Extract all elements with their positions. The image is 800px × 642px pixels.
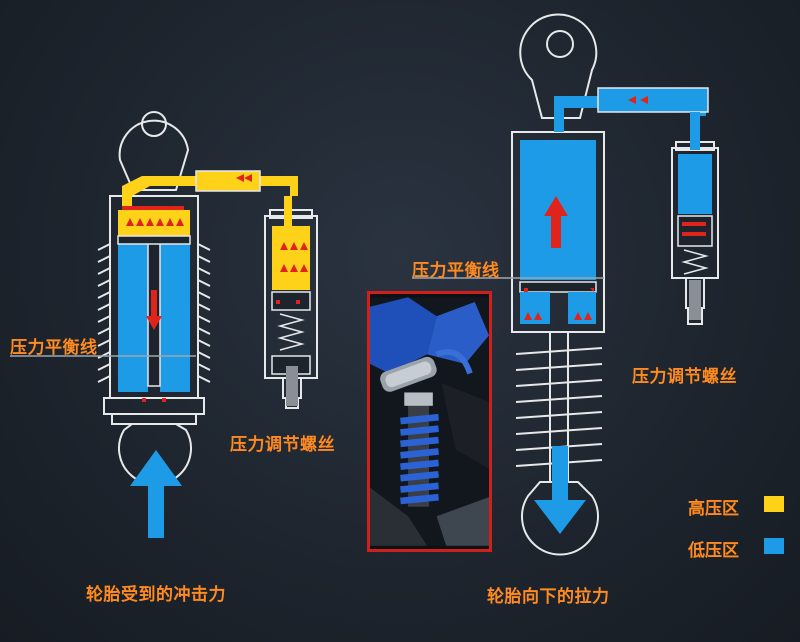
right-adjust-screw-shaft xyxy=(689,280,701,320)
right-reservoir-marks-2 xyxy=(682,232,706,236)
right-pressure-arrows xyxy=(524,96,706,320)
left-piston-down-arrow-shaft xyxy=(151,290,157,316)
legend-high-pressure-swatch xyxy=(764,496,784,512)
right-body-up-arrow-head xyxy=(544,196,568,216)
right-pipe-valve xyxy=(597,87,709,113)
right-body-up-arrow-shaft xyxy=(551,214,561,248)
legend-high-pressure-label: 高压区 xyxy=(688,499,739,519)
left-low-pressure-left xyxy=(118,244,148,392)
left-reservoir-high xyxy=(272,226,310,290)
left-top-mount-hole xyxy=(141,111,167,137)
left-internals xyxy=(10,170,311,406)
right-reservoir-marks-1 xyxy=(682,222,706,226)
left-up-arrow xyxy=(126,218,184,226)
right-reservoir-low xyxy=(678,154,712,214)
left-impact-arrow xyxy=(130,450,182,538)
right-piston-head xyxy=(519,281,597,293)
right-top-mount xyxy=(519,13,598,119)
right-adjust-screw-label: 压力调节螺丝 xyxy=(632,367,737,387)
left-pipe-arrow xyxy=(236,174,252,182)
left-chamber-marks xyxy=(122,206,184,210)
right-bottom-mount xyxy=(521,481,599,556)
legend-low-pressure-label: 低压区 xyxy=(688,541,739,561)
right-pipe-down xyxy=(690,112,700,150)
left-balance-label: 压力平衡线 xyxy=(10,338,98,358)
right-reservoir-spring xyxy=(681,249,709,275)
photo-illustration xyxy=(370,297,489,546)
left-pressure-arrows xyxy=(122,174,308,402)
left-caption: 轮胎受到的冲击力 xyxy=(86,585,226,605)
right-pull-arrow xyxy=(534,446,586,534)
right-internals xyxy=(412,87,713,482)
left-low-pressure-right xyxy=(160,244,190,392)
left-top-mount xyxy=(118,119,190,191)
legend-low-pressure-swatch xyxy=(764,538,784,554)
left-bottom-collar-2 xyxy=(111,413,197,425)
right-top-mount-hole xyxy=(546,30,574,58)
left-piston-head xyxy=(117,235,191,245)
right-reservoir-piston xyxy=(677,215,713,247)
right-caption: 轮胎向下的拉力 xyxy=(487,587,610,607)
left-piston-down-arrow-head xyxy=(146,316,162,330)
shock-absorber-photo xyxy=(367,291,492,552)
left-spring xyxy=(97,243,211,383)
right-lower-arrows xyxy=(524,312,592,320)
left-reservoir-arrows xyxy=(280,242,308,272)
right-pipe-arrow xyxy=(628,96,648,104)
left-reservoir-piston xyxy=(271,291,311,311)
right-lower-chamber-right xyxy=(568,292,596,324)
left-bottom-collar xyxy=(103,397,205,415)
left-adjust-screw-label: 压力调节螺丝 xyxy=(230,435,335,455)
right-balance-label: 压力平衡线 xyxy=(412,261,500,281)
left-adjust-screw-shaft xyxy=(286,366,298,406)
left-reservoir-spring xyxy=(277,313,305,351)
